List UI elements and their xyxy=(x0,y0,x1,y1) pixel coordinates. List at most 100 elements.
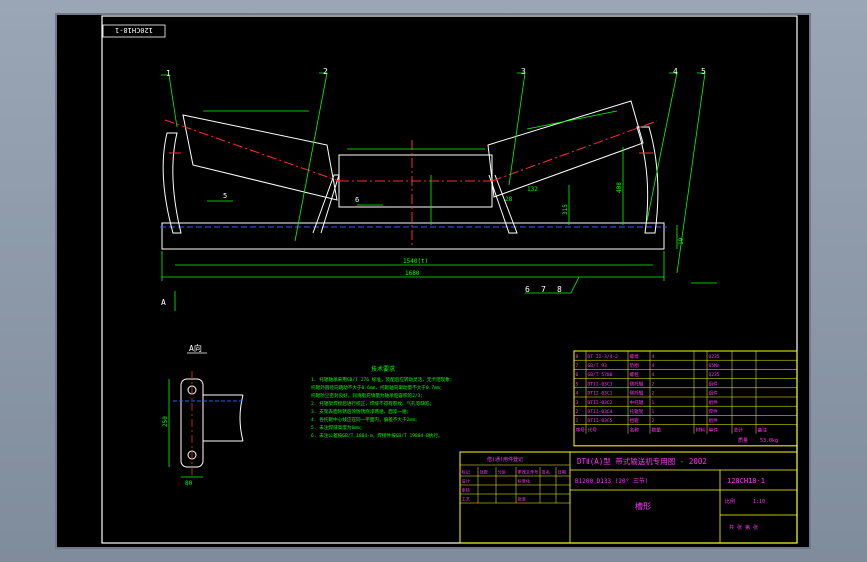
approval-cell: 审核 xyxy=(462,487,471,494)
tech-note-7: 5. 未注焊缝高度为6mm； xyxy=(311,424,364,431)
detail-label: A向 xyxy=(189,343,202,353)
technical-requirements: 技术要求 1. 托辊轴承采用GB/T 276 标准，装配后应转动灵活，无卡阻现象… xyxy=(311,365,454,439)
approval-cell: 签名 xyxy=(542,469,550,476)
dim-text-1540: 1540(t) xyxy=(403,258,428,265)
dim-top-right xyxy=(526,110,618,130)
parts-cell: 2 xyxy=(652,418,655,424)
parts-cell: 3 xyxy=(576,400,579,406)
parts-cell: 1 xyxy=(652,409,655,415)
detail-dim-80: 80 xyxy=(185,480,193,487)
parts-header-cell: 单件 xyxy=(709,426,719,433)
parts-cell: GB/T 5780 xyxy=(588,372,613,378)
approval-cell: 设计 xyxy=(462,478,470,485)
parts-header-cell: 名称 xyxy=(630,426,640,433)
callout-2: 2 xyxy=(323,67,328,76)
leader-6-7-8 xyxy=(525,276,580,294)
parts-cell: 5 xyxy=(576,381,579,387)
parts-cell: 垫圈 xyxy=(630,362,640,369)
approval-cell: 批准 xyxy=(518,496,526,503)
left-side-roller xyxy=(182,114,338,201)
parts-cell: 侧托辊 xyxy=(630,390,644,397)
approval-cell: 标准化 xyxy=(518,478,531,485)
parts-cell: DTII-03C4 xyxy=(588,409,613,415)
parts-cell: 组件 xyxy=(709,399,719,406)
callout-8: 8 xyxy=(557,285,562,294)
title-block: DTⅡ(A)型 带式输送机专用图 - 2002 B1200 D133 (20° … xyxy=(459,451,798,544)
approval-grid: 标记处数分区更改文件号签名日期设计标准化审核工艺批准 xyxy=(459,467,571,504)
callout-weld-6: 6 xyxy=(355,196,359,204)
parts-cell: 1 xyxy=(576,418,579,424)
parts-header-cell: 数量 xyxy=(652,426,662,433)
tech-note-4: 2. 托辊架焊接后进行校正，焊缝不得有裂纹、气孔等缺陷； xyxy=(311,400,434,407)
right-guide-roller xyxy=(636,126,659,234)
left-guide-roller xyxy=(162,132,182,234)
parts-header-cell: 备注 xyxy=(758,426,768,433)
parts-cell: Q235 xyxy=(709,354,720,360)
parts-cell: DT II-3/4-2 xyxy=(588,354,619,360)
drawing-sheet: 120CH18-1 xyxy=(55,13,811,549)
sheet-label: 共 张 第 张 xyxy=(729,524,758,531)
base-frame xyxy=(161,222,665,250)
approval-cell: 更改文件号 xyxy=(518,469,539,476)
dim-text-19: 19 xyxy=(678,237,685,245)
parts-cell: 2 xyxy=(652,381,655,387)
centerline-right xyxy=(491,120,658,182)
tech-note-8: 6. 未注公差按GB/T 1804-m，焊接件按GB/T 19804-B执行。 xyxy=(311,432,443,439)
scale-label: 比例 xyxy=(725,498,735,505)
parts-cell: DTII-03C5 xyxy=(588,418,613,424)
approval-cell: 处数 xyxy=(480,469,489,476)
parts-cell: 螺母 xyxy=(630,353,640,360)
parts-cell: 7 xyxy=(576,363,579,369)
parts-cell: 4 xyxy=(652,363,655,369)
approval-cell: 日期 xyxy=(558,470,566,476)
tech-title: 技术要求 xyxy=(371,365,395,373)
callout-1: 1 xyxy=(166,69,171,78)
detail-dim-250: 250 xyxy=(162,416,169,427)
callout-6: 6 xyxy=(525,285,530,294)
approval-cell: 分区 xyxy=(498,469,506,476)
parts-cell: 2 xyxy=(576,409,579,415)
title-spec: B1200 D133 (20° 三节) xyxy=(575,477,648,485)
leader-3 xyxy=(508,72,526,186)
parts-cell: 侧托辊 xyxy=(630,380,644,387)
dim-text-1680: 1680 xyxy=(405,270,420,277)
weight-value: 53.0kg xyxy=(760,438,778,444)
approval-cell: 工艺 xyxy=(462,497,470,502)
right-side-roller xyxy=(487,100,644,198)
callout-4: 4 xyxy=(673,67,678,76)
cad-drawing: 120CH18-1 xyxy=(101,15,798,544)
view-label-A: A xyxy=(161,298,166,307)
parts-cell: 中托辊 xyxy=(630,399,644,406)
leader-1 xyxy=(161,74,178,128)
dim-text-132: 132 xyxy=(527,186,538,193)
leader-4 xyxy=(646,72,678,222)
callout-3: 3 xyxy=(521,67,526,76)
parts-cell: 组件 xyxy=(709,390,719,397)
detail-shaft xyxy=(203,394,244,442)
parts-cell: 挡辊 xyxy=(630,417,640,424)
parts-cell: DTII-03C1 xyxy=(588,391,613,397)
leader-2 xyxy=(294,72,328,242)
callout-weld-5: 5 xyxy=(223,192,227,200)
dim-text-315: 315 xyxy=(562,204,569,215)
tech-note-5: 3. 支架表面除锈后涂防锈底漆两遍，面漆一遍； xyxy=(311,408,411,415)
dim-text-28: 28 xyxy=(505,196,513,203)
parts-cell: 4 xyxy=(652,354,655,360)
centerline-left xyxy=(164,119,340,182)
parts-header-cell: 序号 xyxy=(576,426,586,433)
tech-note-3: 托辊防尘密封良好，润滑脂充填量为轴承腔容积的2/3； xyxy=(311,392,425,399)
approval-title: 借(通)用件登记 xyxy=(487,456,523,463)
parts-cell: 焊件 xyxy=(709,408,719,415)
parts-cell: 8 xyxy=(576,354,579,360)
title-main: DTⅡ(A)型 带式输送机专用图 - 2002 xyxy=(577,456,707,466)
parts-header-cell: 材料 xyxy=(696,426,706,433)
callout-7: 7 xyxy=(541,285,546,294)
title-part-name: 槽形 xyxy=(635,501,651,511)
parts-cell: 螺栓 xyxy=(630,371,640,378)
right-bracket xyxy=(488,174,518,234)
parts-cell: 组件 xyxy=(709,417,719,424)
parts-cell: 4 xyxy=(576,391,579,397)
parts-header-cell: 代号 xyxy=(588,426,598,433)
code-box xyxy=(102,24,166,38)
